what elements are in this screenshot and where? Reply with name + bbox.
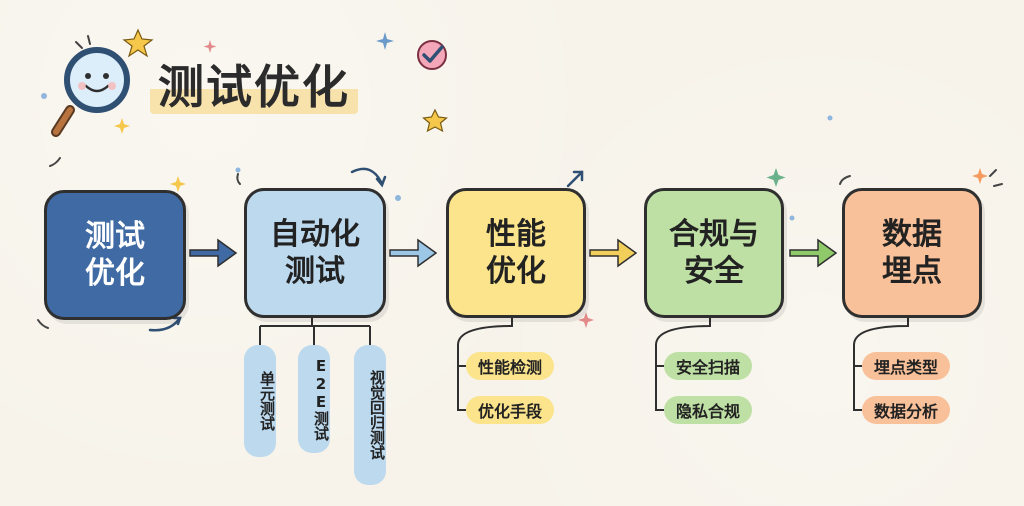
- motion-marks: [37, 35, 1003, 329]
- node-automation-testing: 自动化 测试: [244, 188, 386, 318]
- flow-arrow: [189, 238, 238, 268]
- dot-decorations: [41, 93, 833, 221]
- child-tracking-types: 埋点类型: [862, 352, 951, 380]
- checkmark-circle-icon: [417, 40, 447, 70]
- node-compliance-security: 合规与 安全: [644, 188, 784, 318]
- node-label: 测试 优化: [85, 218, 145, 292]
- sparkle-icon: [114, 32, 988, 328]
- node-test-optimization: 测试 优化: [44, 190, 186, 320]
- child-e2e-test: E2E测试: [298, 345, 330, 453]
- node-data-tracking: 数据 埋点: [842, 188, 982, 318]
- node-label: 合规与 安全: [669, 216, 759, 290]
- connector-lines: [259, 312, 909, 411]
- node-performance-optimization: 性能 优化: [446, 188, 586, 318]
- child-security-scan: 安全扫描: [664, 352, 753, 380]
- child-performance-detection: 性能检测: [466, 352, 555, 380]
- child-privacy-compliance: 隐私合规: [664, 396, 753, 424]
- page-title: 测试优化: [150, 58, 358, 114]
- node-label: 自动化 测试: [270, 216, 360, 290]
- star-icon: [122, 28, 154, 58]
- flow-arrow: [789, 238, 838, 268]
- child-optimization-methods: 优化手段: [466, 396, 555, 424]
- star-icon: [422, 108, 448, 133]
- child-data-analysis: 数据分析: [862, 396, 951, 424]
- node-label: 性能 优化: [486, 216, 546, 290]
- flow-arrow: [389, 238, 438, 268]
- magnifier-smiley-icon: [51, 47, 130, 137]
- node-label: 数据 埋点: [882, 216, 942, 290]
- child-visual-regression-test: 视觉回归测试: [354, 345, 386, 485]
- curved-arrow-icon: [148, 167, 584, 332]
- child-unit-test: 单元测试: [244, 345, 276, 457]
- flow-arrow: [589, 238, 638, 268]
